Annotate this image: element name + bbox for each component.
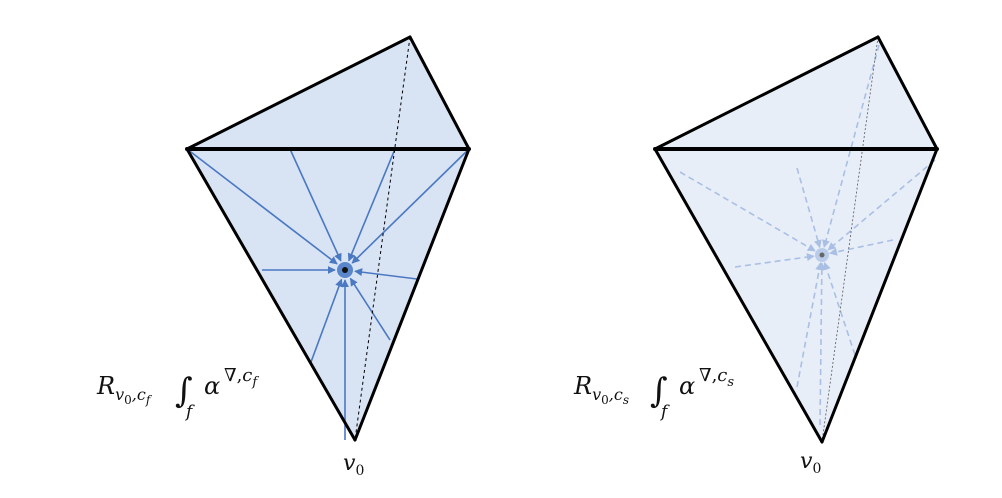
right-flow-ray <box>829 239 894 256</box>
left-solid-edges <box>185 35 471 442</box>
left-flow-ray <box>351 148 470 264</box>
left-formula-alpha: α <box>204 372 220 400</box>
left-center-point <box>342 267 348 273</box>
left-edge <box>185 147 357 442</box>
left-formula-sub-v: v <box>115 385 124 404</box>
left-vertex-v: v <box>343 451 356 476</box>
right-edge <box>653 147 824 444</box>
left-tetrahedron-panel: Rv0,cf ∫ f α ∇,cf v0 <box>96 35 471 479</box>
right-flow-ray <box>822 261 856 356</box>
right-formula-alpha: α <box>679 372 695 400</box>
right-formula-sub-comma: , <box>609 385 614 404</box>
left-formula-sup-f: f <box>251 375 259 390</box>
right-center-point <box>819 252 825 258</box>
left-vertex-label: v0 <box>343 451 364 479</box>
left-formula: Rv0,cf <box>96 372 153 407</box>
right-formula-R: R <box>573 372 592 400</box>
right-formula-sup-s: s <box>727 375 734 390</box>
right-formula-sup-c: c <box>717 365 727 386</box>
left-edge <box>353 147 471 442</box>
right-formula-sub-s: s <box>623 393 629 407</box>
right-integral-sub: f <box>659 402 670 422</box>
left-integral-sign: ∫ <box>175 371 193 411</box>
left-formula-R: R <box>96 372 115 400</box>
left-flow-ray <box>349 277 391 341</box>
left-edge <box>408 35 471 151</box>
right-flow-rays <box>679 44 936 426</box>
left-formula-sup: ∇,cf <box>224 365 259 390</box>
left-formula-sup-nabla: ∇, <box>224 365 242 386</box>
left-formula-sup-c: c <box>242 365 252 386</box>
left-vertex-sub: 0 <box>355 463 364 479</box>
left-hidden-edge <box>354 36 411 441</box>
right-hidden-edge <box>821 36 879 443</box>
left-flow-rays <box>186 148 470 440</box>
right-edge <box>653 35 880 151</box>
right-edge <box>876 35 939 151</box>
right-formula: Rv0,cs <box>573 372 629 407</box>
right-upper-face <box>655 37 937 149</box>
left-integral-sub: f <box>184 402 195 422</box>
right-flow-ray <box>796 262 824 388</box>
left-formula-sub-0: 0 <box>124 393 132 407</box>
right-vertex-sub: 0 <box>812 461 821 477</box>
right-flow-ray <box>679 171 816 252</box>
right-flow-ray <box>817 262 826 426</box>
left-formula-sub-f: f <box>145 393 153 407</box>
left-flow-ray <box>347 148 396 262</box>
right-flow-ray <box>734 253 815 268</box>
right-integral-sign: ∫ <box>650 371 668 411</box>
right-tetrahedron-panel: Rv0,cs ∫ f α ∇,cs v0 <box>573 35 939 477</box>
right-formula-sup: ∇,cs <box>699 365 734 390</box>
right-flow-ray <box>827 159 936 251</box>
right-formula-sup-nabla: ∇, <box>699 365 717 386</box>
right-formula-sub-c: c <box>614 385 623 404</box>
left-formula-sub-c: c <box>137 385 146 404</box>
right-vertex-v: v <box>800 449 813 474</box>
left-edge <box>185 35 412 151</box>
right-flow-ray <box>822 44 880 249</box>
right-lower-face <box>655 149 937 442</box>
left-flow-ray <box>310 278 343 363</box>
left-upper-face <box>187 37 469 149</box>
right-flow-ray <box>796 167 822 249</box>
right-edge <box>820 147 939 444</box>
left-flow-ray <box>354 268 418 280</box>
right-solid-edges <box>653 35 939 444</box>
left-flow-ray <box>289 148 342 262</box>
right-vertex-label: v0 <box>800 449 821 477</box>
right-formula-sub-0: 0 <box>601 393 609 407</box>
left-flow-ray <box>186 148 338 265</box>
right-formula-sub-v: v <box>592 385 601 404</box>
left-formula-sub-comma: , <box>132 385 137 404</box>
left-lower-face <box>187 149 469 440</box>
